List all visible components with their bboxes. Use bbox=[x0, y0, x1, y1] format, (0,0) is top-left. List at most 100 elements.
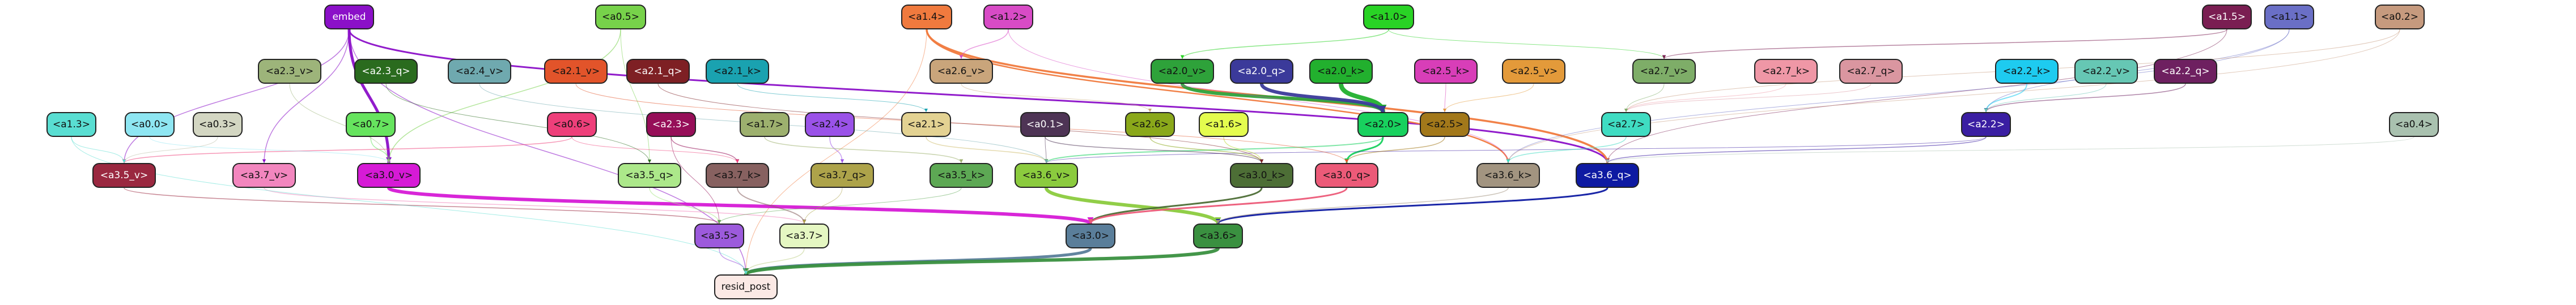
node-label: <a2.3_v> bbox=[265, 66, 314, 77]
node-label: <a2.6> bbox=[1131, 119, 1169, 130]
node-a15[interactable]: <a1.5> bbox=[2202, 5, 2252, 29]
node-label: <a1.6> bbox=[1205, 119, 1242, 130]
node-a10[interactable]: <a1.0> bbox=[1363, 5, 1414, 29]
node-a11[interactable]: <a1.1> bbox=[2264, 5, 2314, 29]
edge-arrowhead-a13-to-resid bbox=[744, 271, 748, 274]
node-label: <a0.2> bbox=[2381, 11, 2418, 23]
node-a26[interactable]: <a2.6> bbox=[1125, 112, 1175, 137]
node-label: <a2.7> bbox=[1607, 119, 1645, 130]
node-label: <a2.2> bbox=[1967, 119, 2005, 130]
node-a30k[interactable]: <a3.0_k> bbox=[1230, 163, 1293, 188]
edge-arrowhead-a12-to-a26v bbox=[959, 55, 964, 59]
node-a36v[interactable]: <a3.6_v> bbox=[1015, 163, 1078, 188]
node-a35[interactable]: <a3.5> bbox=[694, 224, 744, 248]
edge-arrowhead-a23q-to-a35q bbox=[648, 160, 651, 163]
node-label: resid_post bbox=[721, 281, 771, 293]
node-a01[interactable]: <a0.1> bbox=[1020, 112, 1070, 137]
edge-a30v-to-a30 bbox=[387, 186, 1092, 225]
node-a23q[interactable]: <a2.3_q> bbox=[354, 59, 418, 84]
node-a22q[interactable]: <a2.2_q> bbox=[2154, 59, 2217, 84]
node-a22[interactable]: <a2.2> bbox=[1961, 112, 2011, 137]
node-a30q[interactable]: <a3.0_q> bbox=[1315, 163, 1378, 188]
node-a35k[interactable]: <a3.5_k> bbox=[930, 163, 993, 188]
node-a26v[interactable]: <a2.6_v> bbox=[930, 59, 993, 84]
node-a21k[interactable]: <a2.1_k> bbox=[706, 59, 769, 84]
edge-arrowhead-a26v-to-a26 bbox=[1148, 109, 1152, 112]
node-label: <a0.7> bbox=[352, 119, 389, 130]
node-a21v[interactable]: <a2.1_v> bbox=[544, 59, 608, 84]
node-a14[interactable]: <a1.4> bbox=[901, 5, 952, 29]
node-label: <a2.5_v> bbox=[1509, 66, 1558, 77]
node-a20q[interactable]: <a2.0_q> bbox=[1230, 59, 1293, 84]
edge-embed-to-a30v bbox=[347, 29, 391, 164]
node-a27k[interactable]: <a2.7_k> bbox=[1754, 59, 1818, 84]
edge-a22k-to-a22 bbox=[1985, 83, 2027, 113]
node-a20k[interactable]: <a2.0_k> bbox=[1309, 59, 1373, 84]
node-a27[interactable]: <a2.7> bbox=[1601, 112, 1651, 137]
edge-arrowhead-a21k-to-a21 bbox=[924, 109, 928, 112]
node-label: <a2.2_k> bbox=[2002, 66, 2051, 77]
edge-embed-to-a35v bbox=[124, 29, 350, 164]
edge-a27k-to-a27 bbox=[1626, 83, 1786, 113]
node-a13[interactable]: <a1.3> bbox=[46, 112, 96, 137]
node-a36k[interactable]: <a3.6_k> bbox=[1476, 163, 1540, 188]
node-a36[interactable]: <a3.6> bbox=[1193, 224, 1243, 248]
node-a07[interactable]: <a0.7> bbox=[346, 112, 396, 137]
node-a27v[interactable]: <a2.7_v> bbox=[1632, 59, 1696, 84]
node-a20[interactable]: <a2.0> bbox=[1357, 112, 1408, 137]
node-a06[interactable]: <a0.6> bbox=[547, 112, 597, 137]
node-embed[interactable]: embed bbox=[324, 5, 374, 29]
edge-a22-to-a36v bbox=[1046, 136, 1987, 164]
node-a37q[interactable]: <a3.7_q> bbox=[810, 163, 874, 188]
node-a04[interactable]: <a0.4> bbox=[2389, 112, 2439, 137]
node-a37v[interactable]: <a3.7_v> bbox=[232, 163, 296, 188]
node-a36q[interactable]: <a3.6_q> bbox=[1576, 163, 1639, 188]
node-label: <a2.0_v> bbox=[1158, 66, 1207, 77]
node-label: <a2.0> bbox=[1364, 119, 1402, 130]
node-a17[interactable]: <a1.7> bbox=[740, 112, 790, 137]
node-a37k[interactable]: <a3.7_k> bbox=[706, 163, 769, 188]
edge-arrowhead-a37q-to-a37 bbox=[803, 220, 806, 224]
edge-arrowhead-embed-to-a37v bbox=[262, 159, 266, 163]
edge-arrowhead-a25v-to-a25 bbox=[1443, 109, 1446, 112]
edge-arrowhead-a27-to-a36k bbox=[1506, 159, 1510, 163]
node-a25[interactable]: <a2.5> bbox=[1420, 112, 1470, 137]
edge-a12-to-a36k bbox=[1008, 29, 1509, 164]
edge-a21q-to-a30k bbox=[657, 83, 1262, 164]
node-a22k[interactable]: <a2.2_k> bbox=[1995, 59, 2059, 84]
edge-a36q-to-a36 bbox=[1217, 187, 1609, 225]
node-a35q[interactable]: <a3.5_q> bbox=[618, 163, 681, 188]
edge-a35q-to-a35 bbox=[649, 187, 720, 224]
node-a24[interactable]: <a2.4> bbox=[805, 112, 855, 137]
node-label: <a2.4_v> bbox=[455, 66, 504, 77]
node-a27q[interactable]: <a2.7_q> bbox=[1839, 59, 1903, 84]
node-a35v[interactable]: <a3.5_v> bbox=[92, 163, 156, 188]
node-a00[interactable]: <a0.0> bbox=[125, 112, 175, 137]
node-a21[interactable]: <a2.1> bbox=[901, 112, 951, 137]
edge-a22v-to-a22 bbox=[1985, 83, 2107, 113]
node-a16[interactable]: <a1.6> bbox=[1199, 112, 1249, 137]
edge-a00-to-a30v bbox=[149, 136, 389, 164]
node-a25v[interactable]: <a2.5_v> bbox=[1502, 59, 1565, 84]
node-label: <a2.1> bbox=[907, 119, 945, 130]
node-a12[interactable]: <a1.2> bbox=[983, 5, 1033, 29]
node-a05[interactable]: <a0.5> bbox=[595, 5, 646, 29]
node-a23v[interactable]: <a2.3_v> bbox=[258, 59, 321, 84]
node-a03[interactable]: <a0.3> bbox=[193, 112, 243, 137]
node-a20v[interactable]: <a2.0_v> bbox=[1151, 59, 1214, 84]
node-a30v[interactable]: <a3.0_v> bbox=[357, 163, 421, 188]
node-resid[interactable]: resid_post bbox=[714, 274, 778, 299]
node-a21q[interactable]: <a2.1_q> bbox=[626, 59, 690, 84]
edge-a37k-to-a37 bbox=[737, 187, 805, 224]
node-a24v[interactable]: <a2.4_v> bbox=[448, 59, 511, 84]
node-label: <a0.0> bbox=[131, 119, 168, 130]
node-a37[interactable]: <a3.7> bbox=[779, 224, 829, 248]
node-label: <a0.4> bbox=[2395, 119, 2433, 130]
node-a25k[interactable]: <a2.5_k> bbox=[1414, 59, 1478, 84]
node-a30[interactable]: <a3.0> bbox=[1066, 224, 1115, 248]
node-a23[interactable]: <a2.3> bbox=[646, 112, 696, 137]
node-label: <a2.1_k> bbox=[713, 66, 762, 77]
node-a22v[interactable]: <a2.2_v> bbox=[2074, 59, 2138, 84]
node-a02[interactable]: <a0.2> bbox=[2375, 5, 2425, 29]
edge-a13-to-resid bbox=[71, 136, 746, 275]
